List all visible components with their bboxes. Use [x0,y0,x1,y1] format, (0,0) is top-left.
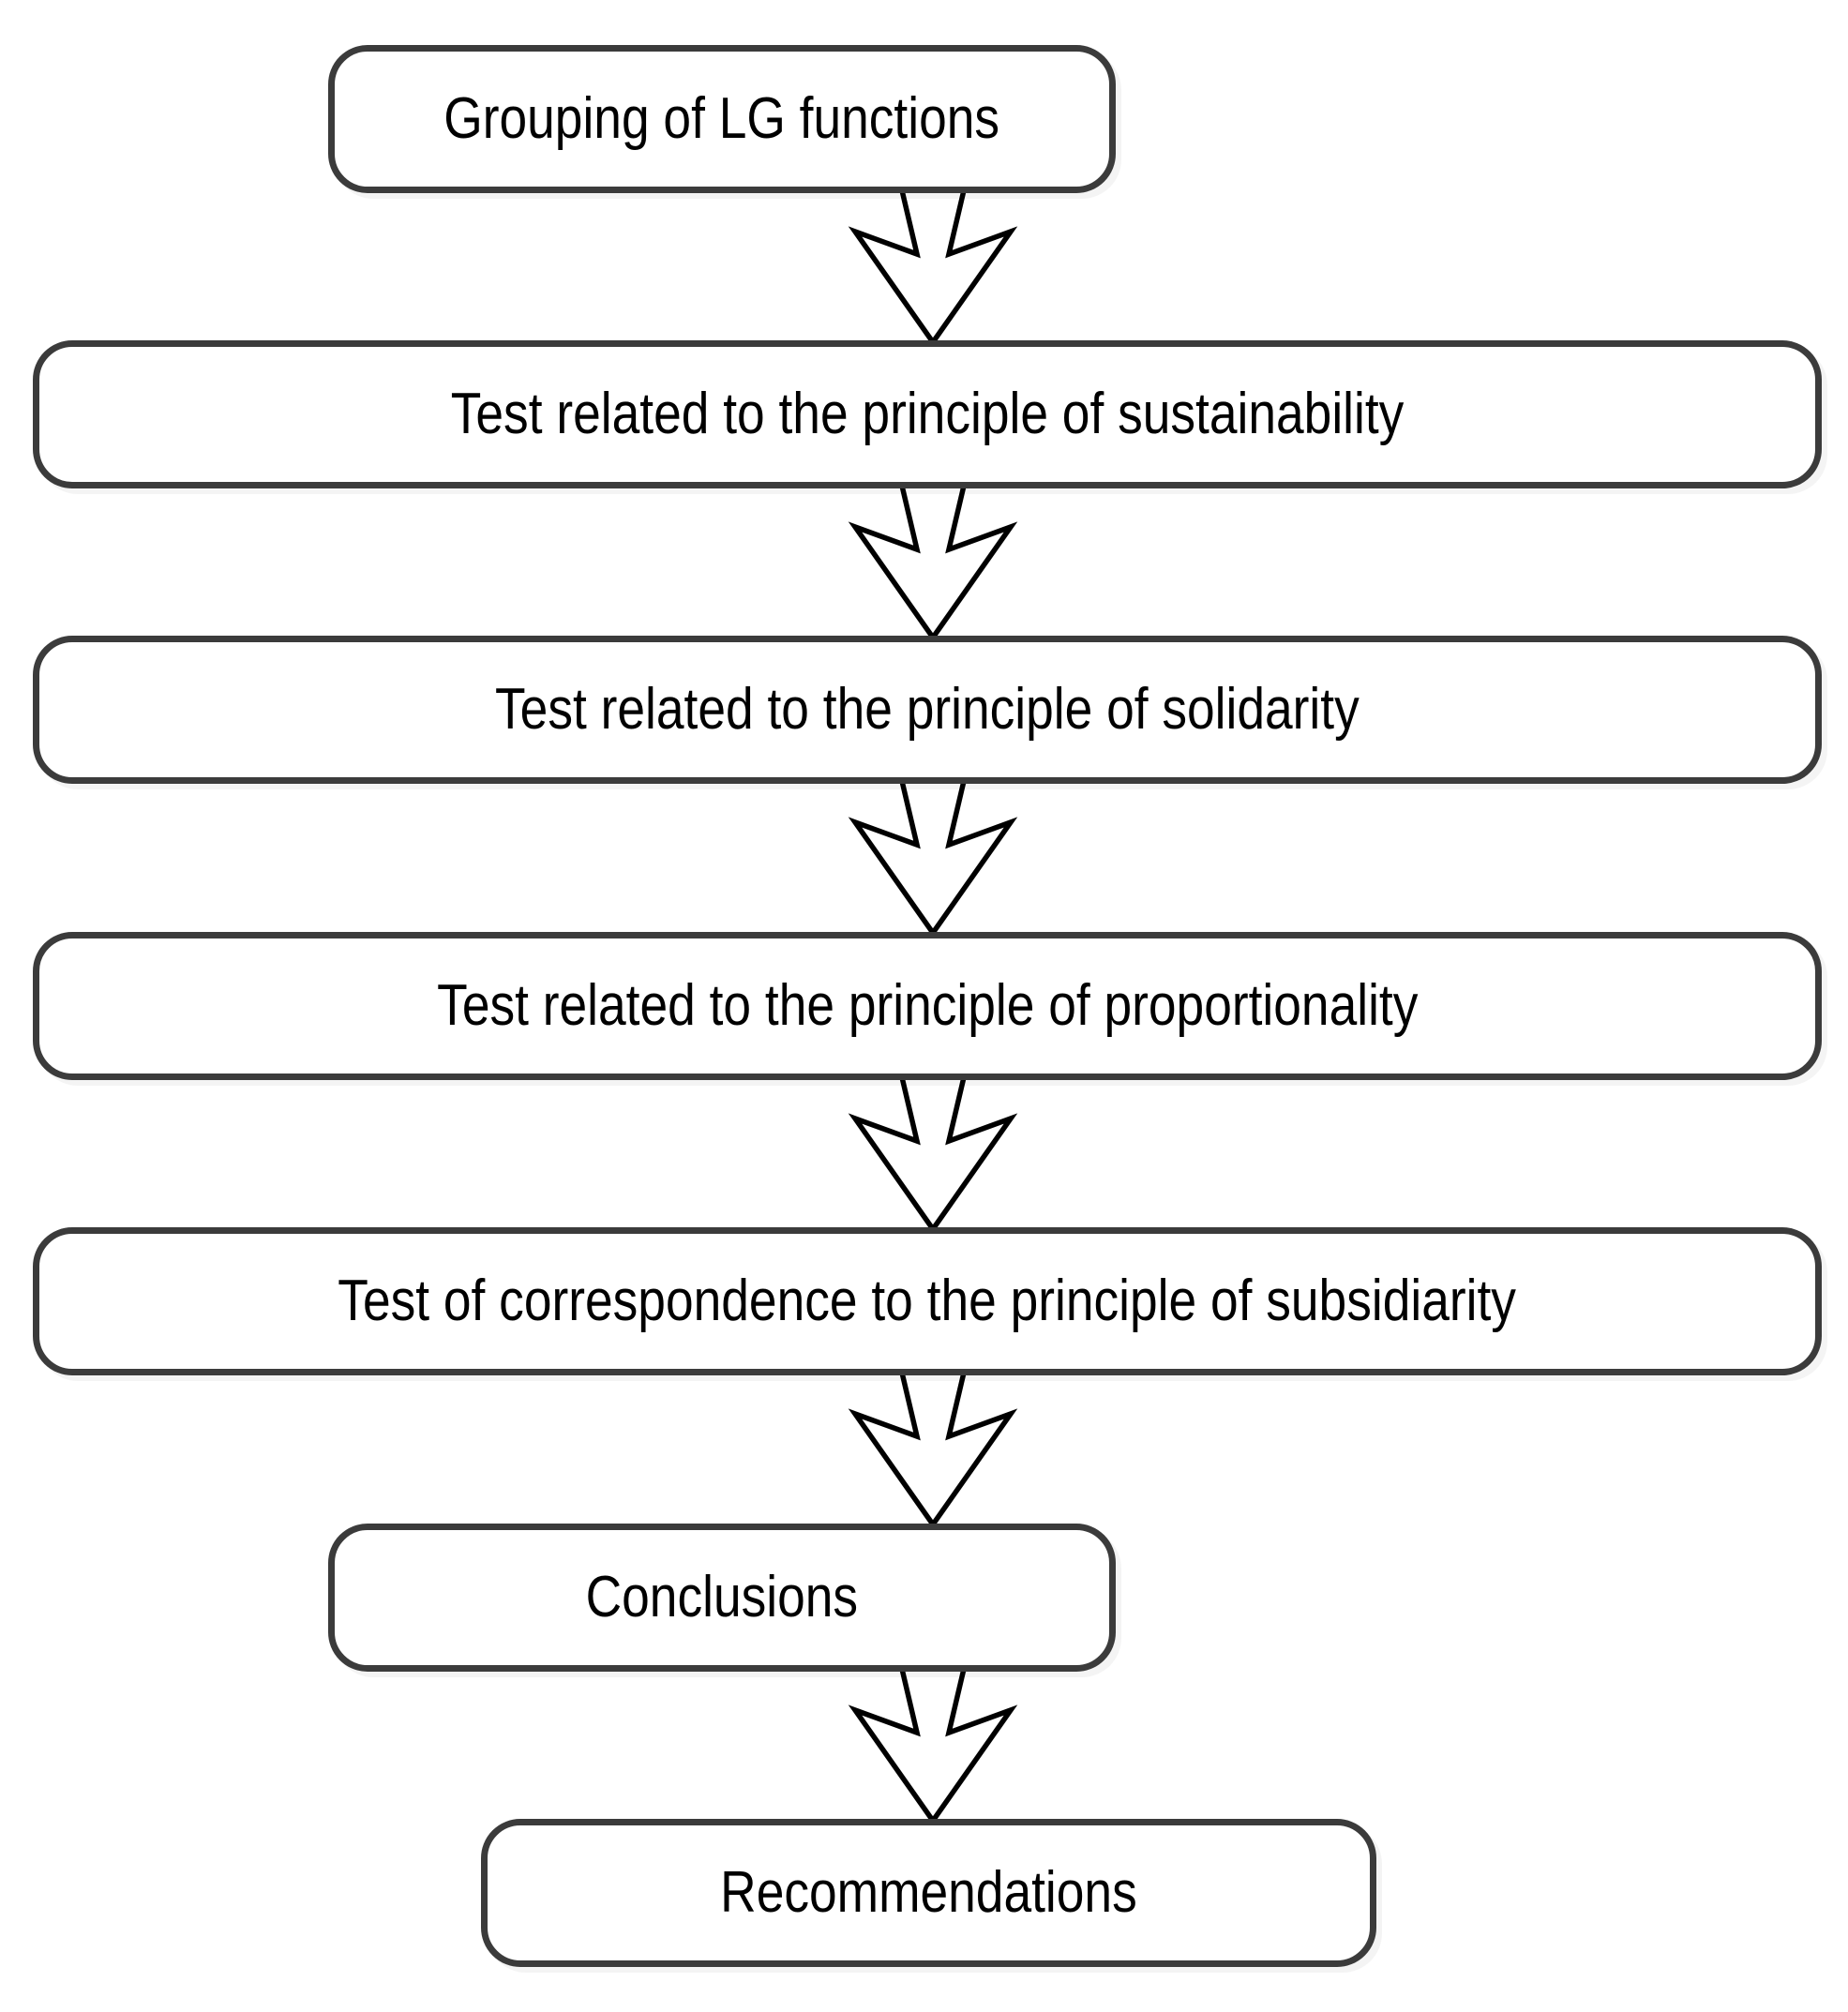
arrow-left-contour [848,1076,936,1231]
flow-arrow [844,1076,1022,1231]
arrow-left-contour [848,485,936,639]
flowchart-node-test-solidarity[interactable]: Test related to the principle of solidar… [33,636,1822,784]
flowchart-node-label: Conclusions [585,1565,859,1630]
flowchart-node-test-proportionality[interactable]: Test related to the principle of proport… [33,932,1822,1080]
flowchart-node-conclusions[interactable]: Conclusions [328,1524,1116,1672]
arrow-left-contour [848,780,936,935]
flow-arrow [844,189,1022,344]
flowchart-node-label: Grouping of LG functions [443,86,1000,152]
arrow-right-contour [930,1372,1018,1526]
flow-arrow [844,1372,1022,1526]
flow-arrow [844,485,1022,639]
flow-arrow [844,780,1022,935]
arrow-glyph [848,485,1018,639]
arrow-left-contour [848,189,936,344]
flowchart-node-label: Test related to the principle of solidar… [495,677,1360,743]
flowchart-node-label: Test of correspondence to the principle … [338,1269,1517,1334]
arrow-right-contour [930,485,1018,639]
arrow-glyph [848,780,1018,935]
arrow-glyph [848,1076,1018,1231]
flowchart-node-grouping-of-lg-functions[interactable]: Grouping of LG functions [328,45,1116,193]
flowchart-node-label: Test related to the principle of proport… [436,973,1419,1039]
arrow-glyph [848,189,1018,344]
arrow-right-contour [930,1668,1018,1823]
arrow-glyph [848,1372,1018,1526]
flowchart-node-label: Recommendations [720,1860,1137,1926]
flowchart-node-label: Test related to the principle of sustain… [450,382,1405,447]
arrow-glyph [848,1668,1018,1823]
arrow-right-contour [930,1076,1018,1231]
arrow-right-contour [930,780,1018,935]
arrow-right-contour [930,189,1018,344]
arrow-left-contour [848,1372,936,1526]
flowchart-node-test-sustainability[interactable]: Test related to the principle of sustain… [33,340,1822,488]
flow-arrow [844,1668,1022,1823]
flowchart-node-recommendations[interactable]: Recommendations [481,1819,1376,1967]
arrow-left-contour [848,1668,936,1823]
flowchart-node-test-subsidiarity[interactable]: Test of correspondence to the principle … [33,1227,1822,1375]
